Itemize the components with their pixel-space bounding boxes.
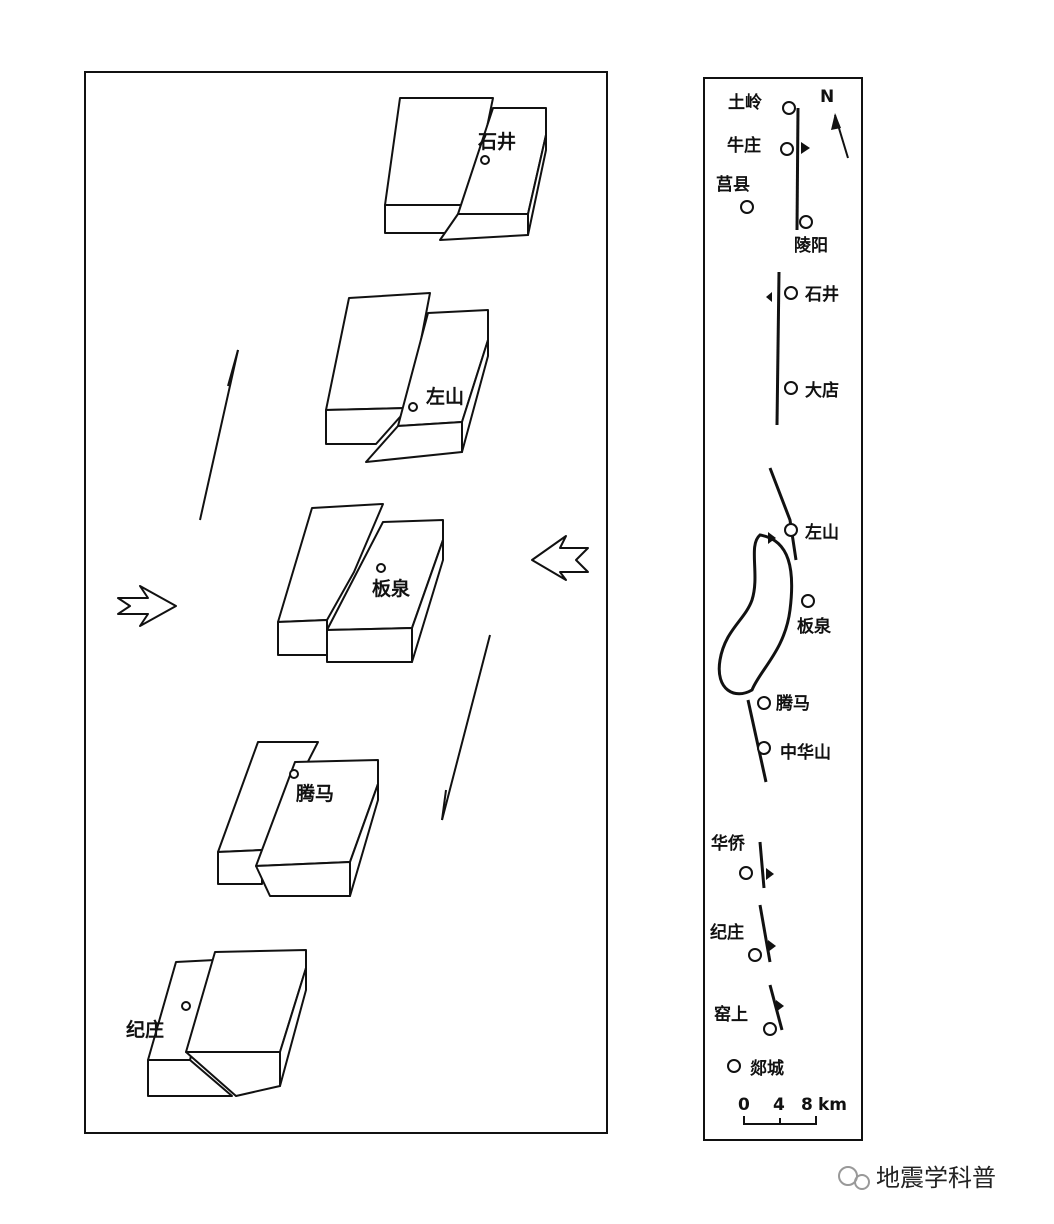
- block-label-shijing: 石井: [477, 131, 516, 153]
- block-banquan: 板泉: [277, 503, 444, 663]
- left-panel-frame: [84, 71, 608, 1134]
- block-shijing: 石井: [384, 97, 547, 241]
- block-tengma: 腾马: [217, 741, 379, 897]
- town-labels: 土岭 牛庄 莒县 陵阳 石井 大店 左山 板泉 腾马 中华山 华侨 纪庄 窑上 …: [710, 92, 839, 1079]
- shear-arrow-north: [199, 349, 239, 521]
- svg-text:0: 0: [738, 1095, 750, 1115]
- compression-arrow-west-icon: [117, 585, 177, 627]
- watermark: 地震学科普: [838, 1164, 996, 1192]
- block-label-tengma: 腾马: [295, 782, 334, 805]
- block-label-jizhuang: 纪庄: [126, 1018, 164, 1041]
- fault-traces: [717, 107, 810, 1031]
- scale-bar: 0 4 8 km: [738, 1095, 847, 1125]
- town-label-tengma: 腾马: [776, 693, 810, 714]
- block-jizhuang: 纪庄: [126, 949, 307, 1097]
- town-label-zuoshan: 左山: [805, 522, 839, 543]
- town-label-lingyang: 陵阳: [794, 235, 828, 256]
- town-label-yaoshang: 窑上: [714, 1004, 748, 1025]
- town-label-banquan: 板泉: [797, 616, 832, 637]
- town-label-tuling: 土岭: [728, 92, 762, 113]
- town-label-juxian: 莒县: [716, 174, 750, 195]
- town-label-shijing: 石井: [804, 284, 839, 305]
- svg-text:km: km: [818, 1095, 847, 1115]
- town-label-tancheng: 郯城: [750, 1058, 784, 1079]
- svg-text:N: N: [820, 87, 834, 107]
- shear-arrow-south: [441, 634, 491, 821]
- block-label-zuoshan: 左山: [426, 385, 464, 408]
- block-zuoshan: 左山: [325, 292, 489, 463]
- town-label-zhonghuashan: 中华山: [780, 742, 831, 763]
- watermark-text: 地震学科普: [876, 1164, 996, 1192]
- town-label-niuzhuang: 牛庄: [727, 135, 761, 156]
- town-label-huaqiao: 华侨: [711, 833, 746, 854]
- svg-text:4: 4: [773, 1095, 785, 1115]
- town-label-jizhuang: 纪庄: [710, 922, 744, 943]
- town-label-dadian: 大店: [805, 380, 839, 401]
- north-arrow-icon: N: [820, 87, 849, 159]
- block-label-banquan: 板泉: [372, 577, 411, 600]
- compression-arrow-east-icon: [531, 535, 589, 581]
- svg-text:8: 8: [801, 1095, 813, 1115]
- town-markers: [727, 101, 815, 1073]
- right-panel-frame: [703, 77, 863, 1141]
